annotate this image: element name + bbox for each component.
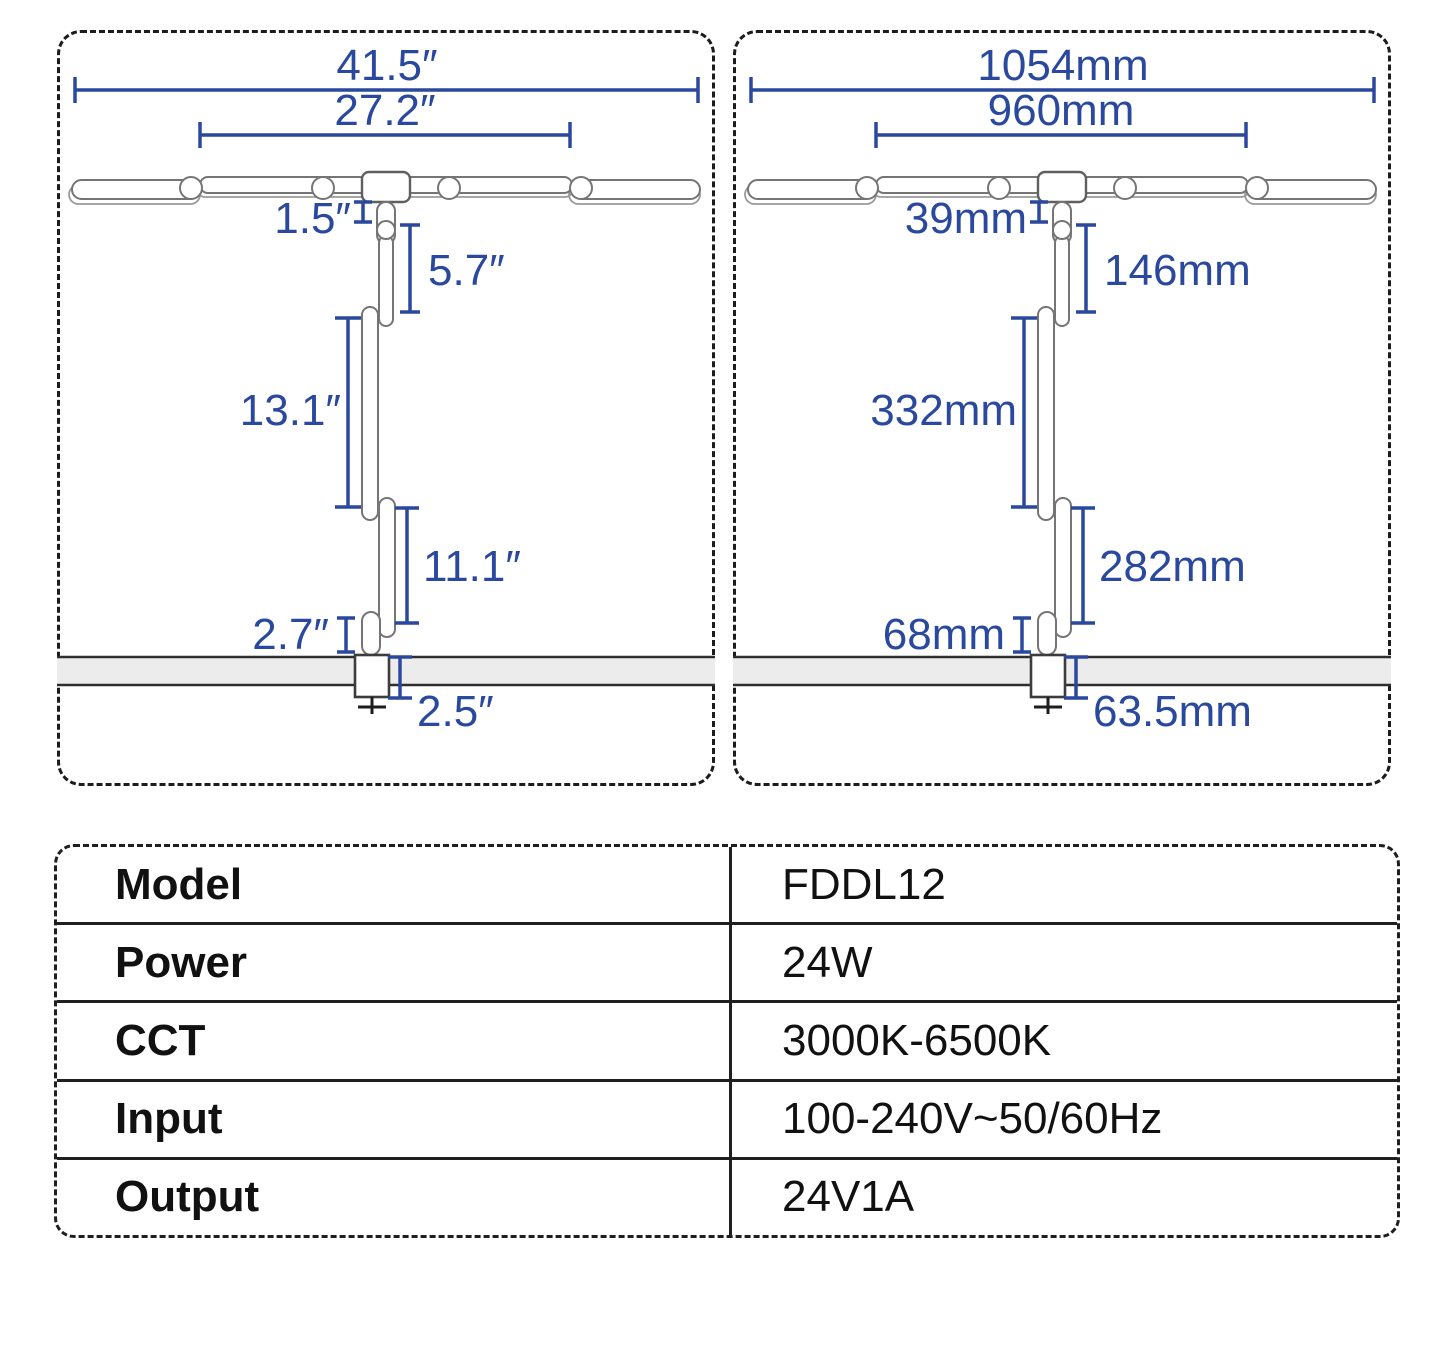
head-joint-icon xyxy=(987,176,1011,200)
spec-label-power: Power xyxy=(57,925,732,1001)
lamp-diagram-inches: 41.5″ 27.2″ 1.5″ 5.7″ 13.1″ 11.1″ 2.7″ 2… xyxy=(57,41,715,736)
desk-clamp xyxy=(1029,653,1067,714)
dim-lower-arm-mm: 282mm xyxy=(1099,542,1246,591)
lamp-column xyxy=(1037,201,1072,656)
head-joint-icon xyxy=(179,176,203,200)
dim-head-width-in: 27.2″ xyxy=(334,86,435,135)
spec-row-output: Output 24V1A xyxy=(57,1156,1397,1236)
lamp-head-bar xyxy=(744,170,1377,205)
dimension-labels-mm: 1054mm 960mm 39mm 146mm 332mm 282mm 68mm… xyxy=(870,41,1252,736)
dim-total-width-in: 41.5″ xyxy=(336,41,437,90)
spec-row-input: Input 100-240V~50/60Hz xyxy=(57,1078,1397,1157)
panel-dimensions-mm: 1054mm 960mm 39mm 146mm 332mm 282mm 68mm… xyxy=(733,30,1391,786)
dim-neck-mm: 39mm xyxy=(905,194,1027,243)
spec-value-cct: 3000K-6500K xyxy=(782,1016,1052,1065)
dim-head-width-mm: 960mm xyxy=(988,86,1135,135)
head-joint-icon xyxy=(311,176,335,200)
spec-value-model: FDDL12 xyxy=(782,859,946,909)
dim-riser-in: 2.7″ xyxy=(252,610,329,659)
lamp-column xyxy=(361,201,396,656)
dim-middle-arm-in: 13.1″ xyxy=(240,386,341,435)
spec-table: Model FDDL12 Power 24W CCT 3000K-6500K I… xyxy=(54,844,1400,1238)
dim-middle-arm-mm: 332mm xyxy=(870,386,1017,435)
spec-label-output: Output xyxy=(57,1159,732,1236)
dimension-labels-inches: 41.5″ 27.2″ 1.5″ 5.7″ 13.1″ 11.1″ 2.7″ 2… xyxy=(240,41,521,736)
column-joint-icon xyxy=(1052,220,1072,240)
dimension-lines xyxy=(73,77,700,700)
lamp-diagram-mm: 1054mm 960mm 39mm 146mm 332mm 282mm 68mm… xyxy=(733,41,1391,736)
head-joint-icon xyxy=(1245,176,1269,200)
dim-total-width-mm: 1054mm xyxy=(977,41,1148,90)
spec-value-power: 24W xyxy=(782,937,873,987)
dim-neck-in: 1.5″ xyxy=(274,194,351,243)
spec-row-cct: CCT 3000K-6500K xyxy=(57,1000,1397,1079)
dimension-lines xyxy=(749,77,1376,700)
head-joint-icon xyxy=(569,176,593,200)
head-hub xyxy=(1036,170,1088,204)
dim-lower-arm-in: 11.1″ xyxy=(423,542,521,591)
dim-riser-mm: 68mm xyxy=(883,610,1005,659)
spec-label-cct: CCT xyxy=(57,1003,732,1079)
spec-label-input: Input xyxy=(57,1081,732,1157)
head-hub xyxy=(360,170,412,204)
lamp-head-bar xyxy=(68,170,701,205)
panel-dimensions-inches: 41.5″ 27.2″ 1.5″ 5.7″ 13.1″ 11.1″ 2.7″ 2… xyxy=(57,30,715,786)
dim-upper-arm-in: 5.7″ xyxy=(428,246,505,295)
head-joint-icon xyxy=(437,176,461,200)
column-joint-icon xyxy=(376,220,396,240)
dim-clamp-mm: 63.5mm xyxy=(1093,687,1252,736)
head-joint-icon xyxy=(1113,176,1137,200)
dim-clamp-in: 2.5″ xyxy=(417,687,494,736)
dim-upper-arm-mm: 146mm xyxy=(1104,246,1251,295)
spec-row-model: Model FDDL12 xyxy=(57,847,1397,923)
spec-label-model: Model xyxy=(57,847,732,923)
spec-value-input: 100-240V~50/60Hz xyxy=(782,1094,1163,1144)
spec-value-output: 24V1A xyxy=(782,1172,915,1222)
head-joint-icon xyxy=(855,176,879,200)
desk-clamp xyxy=(353,653,391,714)
spec-row-power: Power 24W xyxy=(57,922,1397,1001)
